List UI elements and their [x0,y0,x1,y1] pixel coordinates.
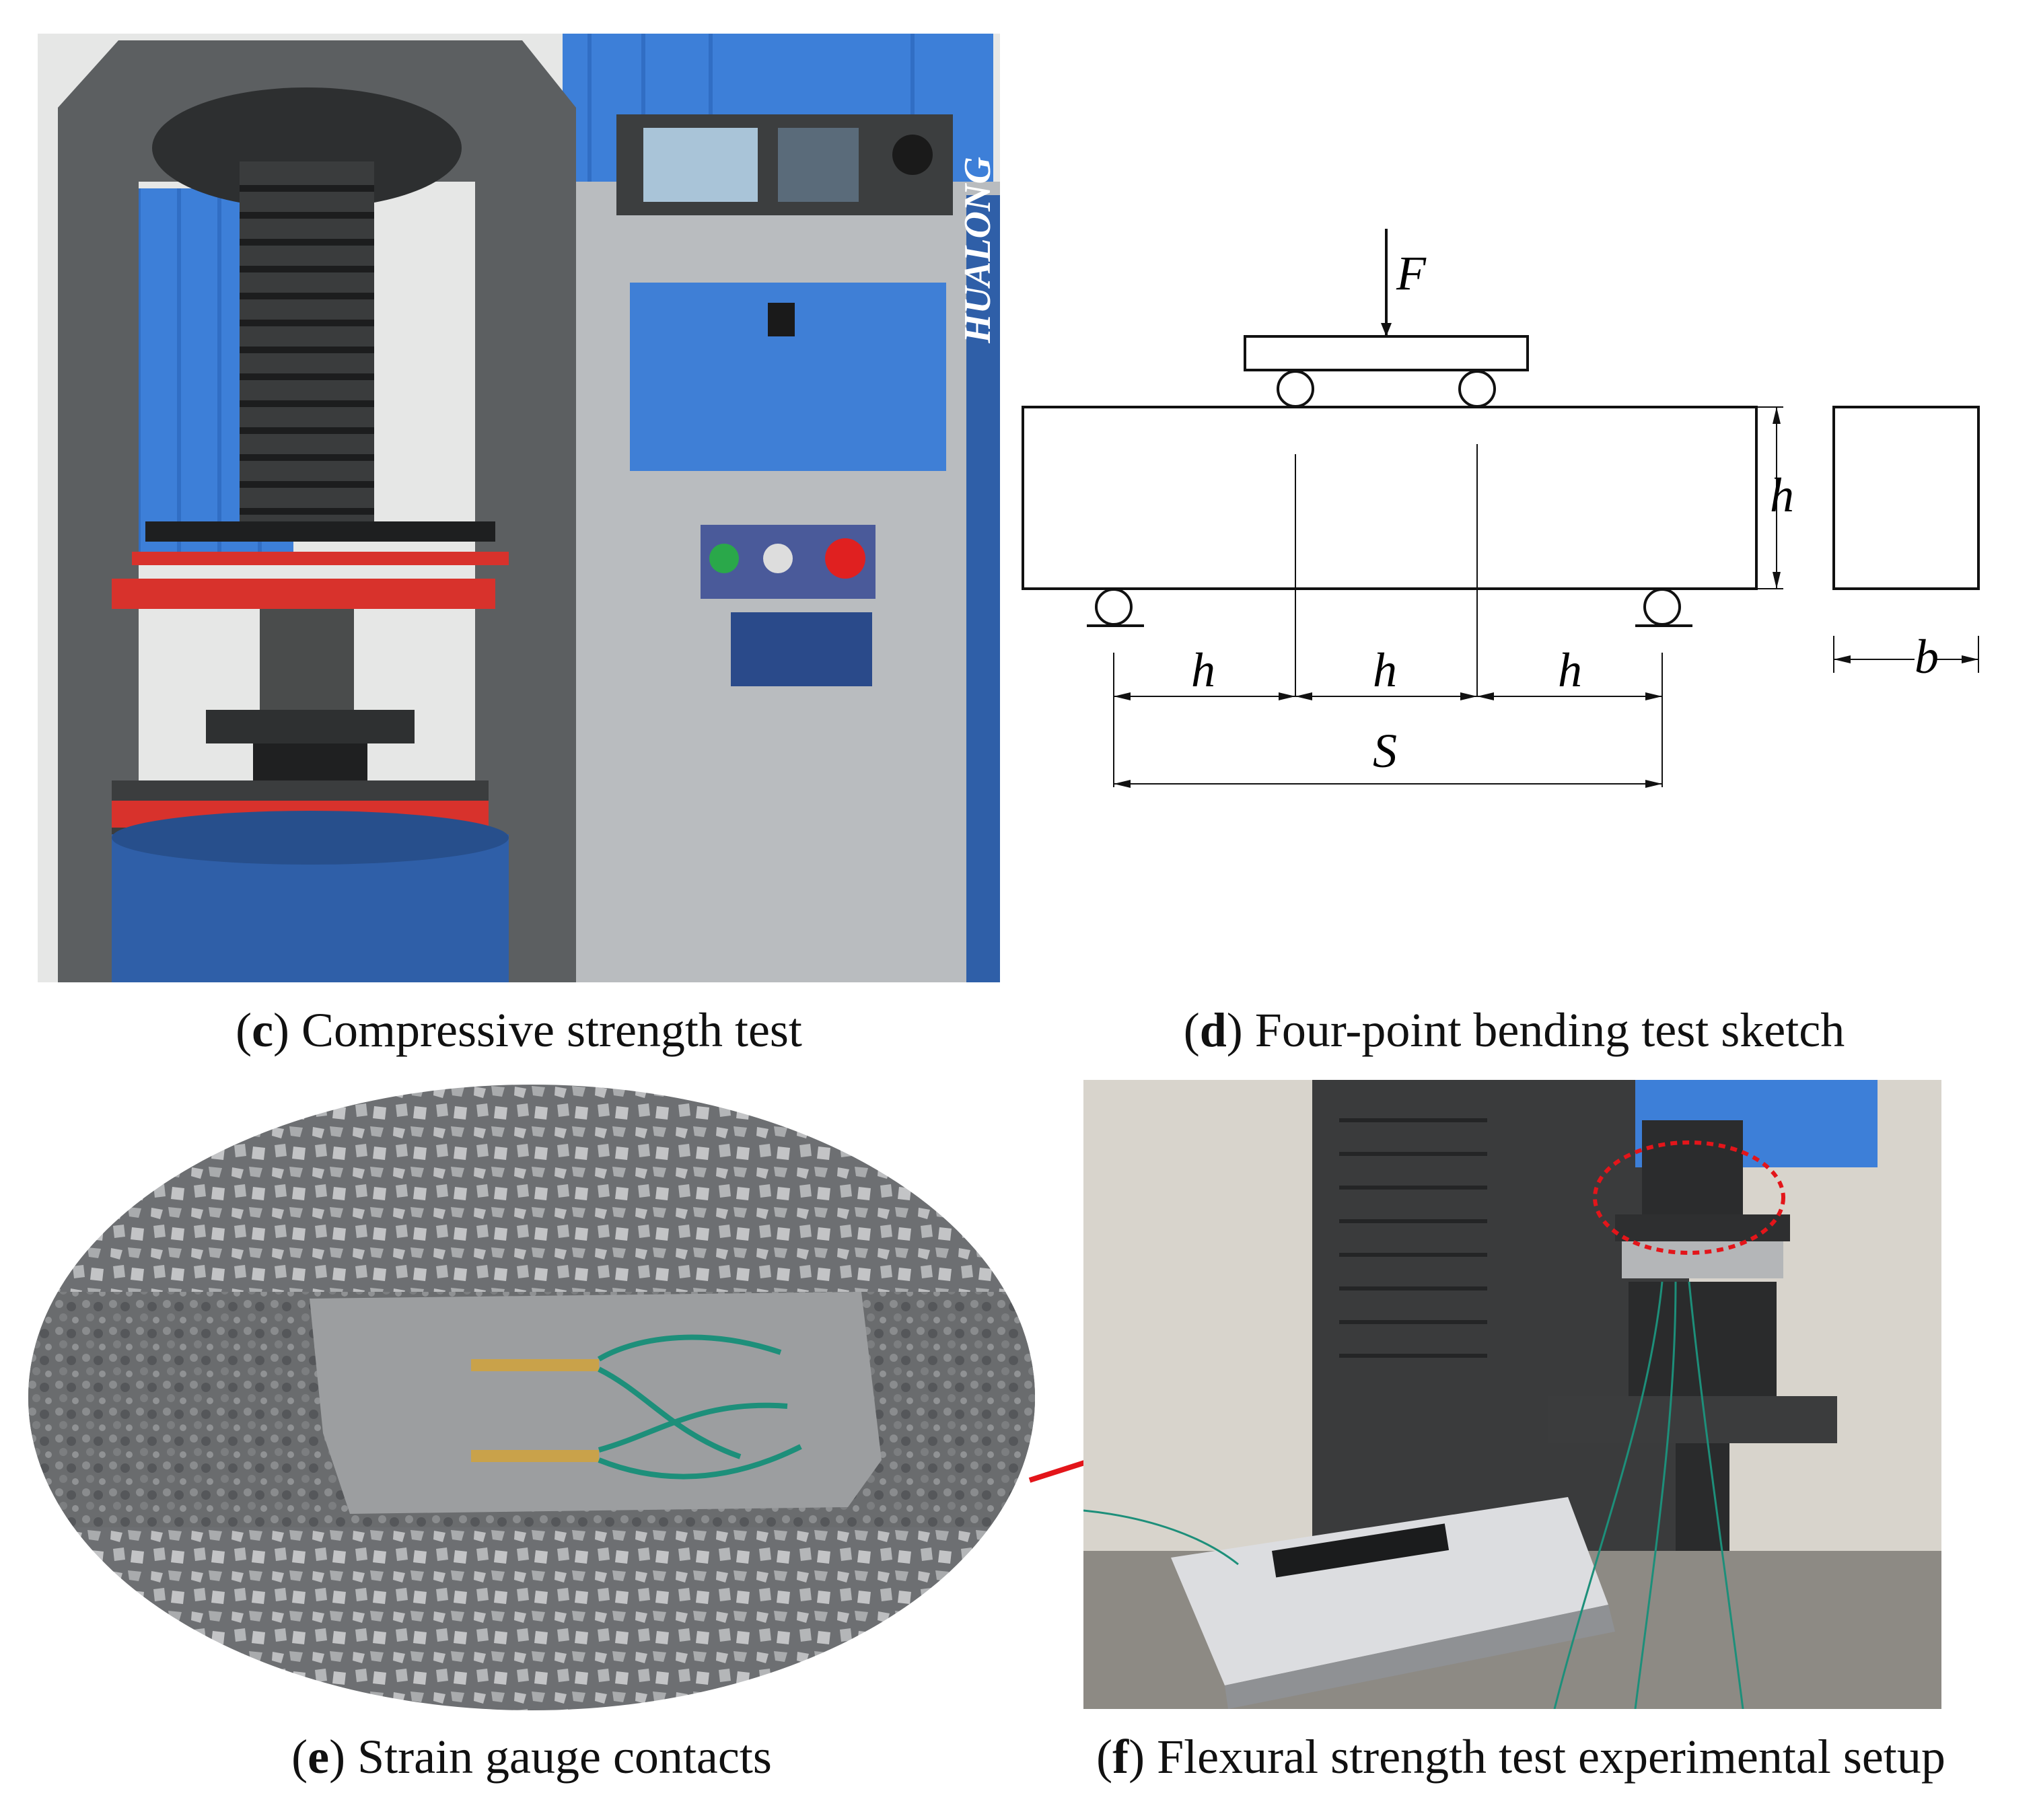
load-roller-right [1458,370,1496,408]
caption-c: (c) Compressive strength test [236,1003,802,1057]
photo-compressive-test: HUALONG [38,34,1000,982]
loading-beam [1244,335,1529,371]
specimen-beam [1022,406,1758,590]
bending-test-sketch: F h h h h S b [1009,215,2019,821]
strain-gauge-1 [471,1359,599,1371]
height-label: h [1770,468,1794,522]
caption-e: (e) Strain gauge contacts [291,1730,772,1784]
support-roller-right [1643,588,1681,626]
segment-label-1: h [1191,643,1215,697]
strain-gauge-illustration [28,1085,1035,1710]
gauge-wires [597,1334,802,1480]
width-label: b [1915,630,1939,684]
segment-label-2: h [1373,643,1397,697]
hualong-logo-text: HUALONG [957,157,999,344]
four-point-bending-diagram: F h h h h S b [1022,229,1980,788]
load-roller-left [1277,370,1314,408]
force-label: F [1396,246,1427,300]
data-logger [1171,1497,1608,1685]
photo-strain-gauges [27,1083,1036,1712]
caption-d: (d) Four-point bending test sketch [1183,1003,1845,1057]
support-roller-left [1095,588,1133,626]
flexural-setup-illustration [1083,1080,1941,1709]
cross-section [1832,406,1980,590]
compressive-machine-illustration: HUALONG [38,34,1000,982]
segment-label-3: h [1558,643,1582,697]
highlight-circle [1593,1140,1785,1255]
span-label: S [1373,724,1397,778]
caption-f: (f) Flexural strength test experimental … [1096,1730,1945,1784]
strain-gauge-2 [471,1450,599,1462]
photo-flexural-setup [1083,1080,1941,1709]
